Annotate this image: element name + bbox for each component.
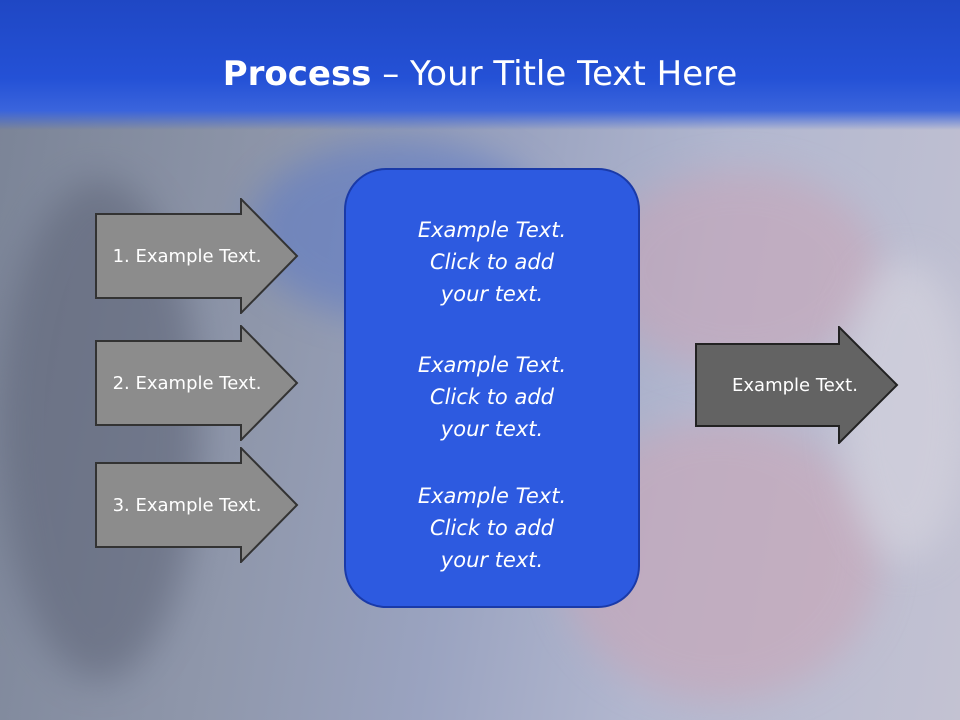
title-rest: – Your Title Text Here [371, 54, 738, 94]
text-block-1: Example Text. Click to add your text. [346, 214, 638, 310]
block-line: Example Text. [417, 218, 567, 242]
input-arrow-label: 3. Example Text. [112, 494, 262, 516]
input-arrow-label: 1. Example Text. [112, 245, 262, 267]
block-line: Click to add [429, 385, 554, 409]
input-arrow-3[interactable]: 3. Example Text. [95, 447, 299, 563]
block-line: Click to add [429, 250, 554, 274]
block-line: Click to add [429, 516, 554, 540]
title-bold: Process [222, 54, 372, 94]
center-process-box[interactable]: Example Text. Click to add your text. Ex… [344, 168, 640, 608]
block-line: your text. [440, 417, 544, 441]
output-arrow[interactable]: Example Text. [695, 326, 899, 444]
output-arrow-label: Example Text. [732, 374, 858, 396]
block-line: Example Text. [417, 353, 567, 377]
blur-blob [600, 170, 880, 370]
block-line: your text. [440, 282, 544, 306]
text-block-3: Example Text. Click to add your text. [346, 480, 638, 576]
slide-title[interactable]: Process – Your Title Text Here [0, 52, 960, 96]
text-block-2: Example Text. Click to add your text. [346, 349, 638, 445]
input-arrow-2[interactable]: 2. Example Text. [95, 325, 299, 441]
block-line: Example Text. [417, 484, 567, 508]
title-bar [0, 0, 960, 130]
input-arrow-1[interactable]: 1. Example Text. [95, 198, 299, 314]
input-arrow-label: 2. Example Text. [112, 372, 262, 394]
block-line: your text. [440, 548, 544, 572]
